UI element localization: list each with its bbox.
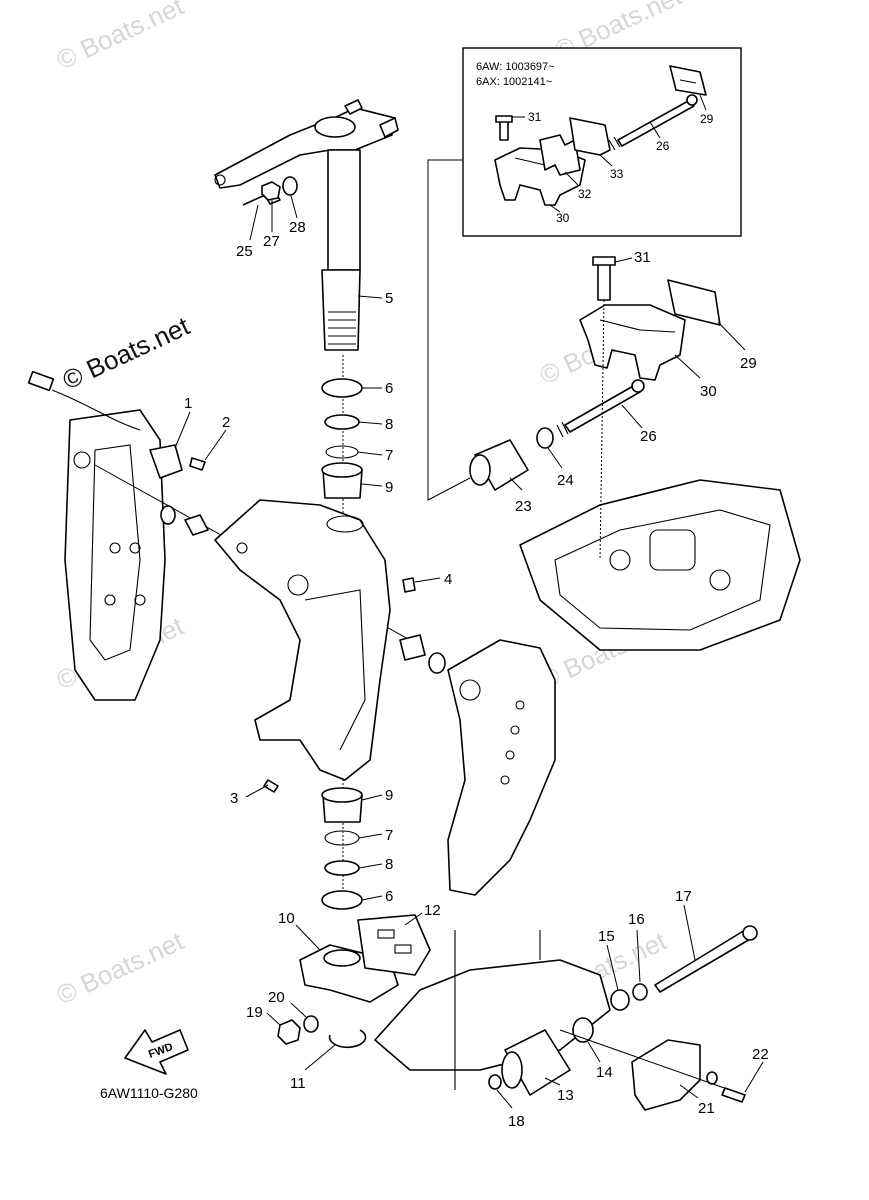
inset-serial-6ax: 6AX: 1002141~ <box>476 76 552 88</box>
inset-callout-33: 33 <box>610 167 624 181</box>
callout-27: 27 <box>263 233 280 250</box>
callout-10: 10 <box>278 910 295 927</box>
swivel-bracket <box>214 499 391 781</box>
callout-25: 25 <box>236 243 253 260</box>
callout-6-upper: 6 <box>385 380 393 397</box>
callout-22: 22 <box>752 1046 769 1063</box>
fasteners-upper <box>242 176 298 206</box>
callout-13: 13 <box>557 1087 574 1104</box>
steering-arm <box>214 99 399 189</box>
fasteners-lower <box>277 1015 367 1048</box>
callout-24: 24 <box>557 472 574 489</box>
inset-callout-30: 30 <box>556 211 570 225</box>
callout-23: 23 <box>515 498 532 515</box>
upper-mount-bracket <box>579 256 721 561</box>
callout-1: 1 <box>184 395 192 412</box>
steering-bracket-lower <box>299 914 431 1003</box>
watermark-dark: © Boats.net <box>58 310 195 395</box>
upper-mount <box>469 427 554 491</box>
callout-9-upper: 9 <box>385 479 393 496</box>
trim-sensor-wire <box>27 370 141 431</box>
callout-15: 15 <box>598 928 615 945</box>
lower-bushings <box>321 787 363 910</box>
callout-5: 5 <box>385 290 393 307</box>
inset-callout-32: 32 <box>578 187 592 201</box>
callout-29: 29 <box>740 355 757 372</box>
upper-bushings <box>321 378 363 499</box>
callout-4: 4 <box>444 571 452 588</box>
drawing-code: 6AW1110-G280 <box>100 1085 198 1101</box>
callout-8-lower: 8 <box>385 856 393 873</box>
callout-28: 28 <box>289 219 306 236</box>
callout-19: 19 <box>246 1004 263 1021</box>
reference-line <box>427 159 471 501</box>
callout-12: 12 <box>424 902 441 919</box>
callout-6-lower: 6 <box>385 888 393 905</box>
callout-21: 21 <box>698 1100 715 1117</box>
callout-17: 17 <box>675 888 692 905</box>
upper-mount-bolt <box>556 379 645 438</box>
callout-3: 3 <box>230 790 238 807</box>
lower-mount <box>488 925 758 1111</box>
callout-14: 14 <box>596 1064 613 1081</box>
callout-7-lower: 7 <box>385 827 393 844</box>
callout-31: 31 <box>634 249 651 266</box>
inset-serial-6aw: 6AW: 1003697~ <box>476 61 555 73</box>
inset-callout-31: 31 <box>528 110 542 124</box>
grease-fittings <box>263 577 416 793</box>
callout-7-upper: 7 <box>385 447 393 464</box>
callout-26: 26 <box>640 428 657 445</box>
inset-box: 6AW: 1003697~ 6AX: 1002141~ 31 29 26 32 … <box>462 47 742 237</box>
clamp-bracket-left <box>64 409 166 701</box>
callout-18: 18 <box>508 1113 525 1130</box>
inset-callout-29: 29 <box>700 112 714 126</box>
callout-8-upper: 8 <box>385 416 393 433</box>
watermark: © Boats.net <box>52 0 189 75</box>
clamp-bracket-right <box>447 639 556 896</box>
callouts: 1 2 3 4 5 6 6 7 7 8 8 9 9 <box>174 195 769 1130</box>
steering-shaft <box>321 149 361 900</box>
fwd-arrow: FWD <box>124 1029 189 1075</box>
callout-11: 11 <box>290 1075 306 1092</box>
callout-16: 16 <box>628 911 645 928</box>
inset-callout-26: 26 <box>656 139 670 153</box>
watermark: © Boats.net <box>52 925 189 1010</box>
trim-sensor <box>149 444 206 479</box>
callout-30: 30 <box>700 383 717 400</box>
callout-2: 2 <box>222 414 230 431</box>
callout-20: 20 <box>268 989 285 1006</box>
engine-pan <box>519 479 801 651</box>
callout-9-lower: 9 <box>385 787 393 804</box>
